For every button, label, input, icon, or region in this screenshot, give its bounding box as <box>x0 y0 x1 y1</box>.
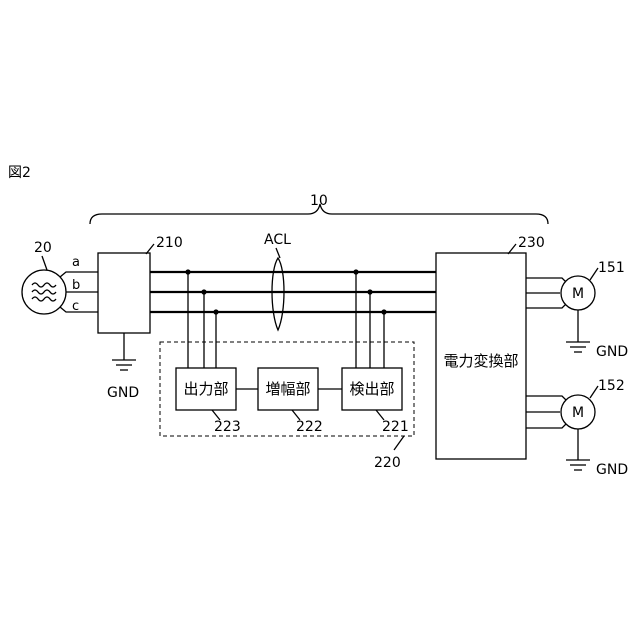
system-ref-label: 10 <box>310 193 328 209</box>
amplifier-unit-label: 増幅部 <box>265 380 310 398</box>
detector-unit-label: 検出部 <box>349 380 394 398</box>
ground-152-label: GND <box>596 462 628 478</box>
wire-151-c <box>526 302 568 308</box>
phase-a-label: a <box>72 255 80 270</box>
ref-221-label: 221 <box>382 419 409 435</box>
motor-151-symbol: M <box>572 286 584 302</box>
phase-b-label: b <box>72 278 80 293</box>
wire-151-a <box>526 278 568 284</box>
power-converter-ref-label: 230 <box>518 235 545 251</box>
motor-151-ref-label: 151 <box>598 260 625 276</box>
ac-source <box>22 270 66 314</box>
source-ref-leader <box>42 256 47 270</box>
motor-152-symbol: M <box>572 405 584 421</box>
block-210 <box>98 253 150 333</box>
block-210-ref-label: 210 <box>156 235 183 251</box>
wire-152-c <box>526 422 568 428</box>
acl-core <box>272 258 284 330</box>
ref-220-label: 220 <box>374 455 401 471</box>
ref-222-label: 222 <box>296 419 323 435</box>
ground-210-label: GND <box>107 385 139 401</box>
motor-152-ref-label: 152 <box>598 378 625 394</box>
wire-152-a <box>526 396 568 402</box>
power-converter-label: 電力変換部 <box>443 352 518 370</box>
junction-dot <box>353 269 358 274</box>
acl-label: ACL <box>264 232 291 248</box>
ref-223-label: 223 <box>214 419 241 435</box>
wire-source-a <box>60 272 98 277</box>
ground-symbol-210 <box>112 333 136 370</box>
acl-leader <box>276 248 280 258</box>
junction-dot <box>213 309 218 314</box>
output-unit-label: 出力部 <box>183 380 228 398</box>
figure-label: 図2 <box>8 165 31 181</box>
junction-dot <box>201 289 206 294</box>
junction-dot <box>367 289 372 294</box>
motor-152-leader <box>590 386 598 398</box>
motor-151-leader <box>590 268 598 280</box>
junction-dot <box>185 269 190 274</box>
ground-151-label: GND <box>596 344 628 360</box>
ground-symbol-152 <box>566 429 590 470</box>
ref-220-leader <box>394 436 404 450</box>
junction-dot <box>381 309 386 314</box>
ground-symbol-151 <box>566 310 590 352</box>
source-ref-label: 20 <box>34 240 52 256</box>
phase-c-label: c <box>72 299 79 314</box>
